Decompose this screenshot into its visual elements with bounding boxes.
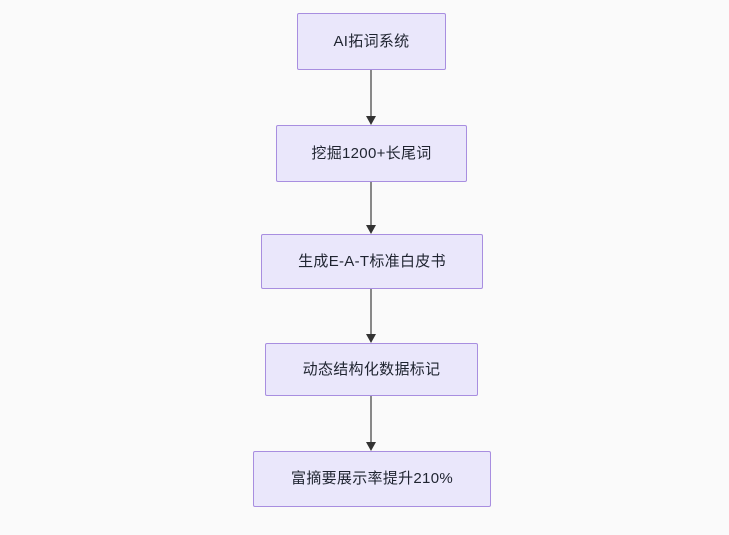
flowchart-node-ai-keyword-system[interactable]: AI拓词系统	[297, 13, 446, 70]
flowchart-node-label: 富摘要展示率提升210%	[291, 470, 453, 487]
flowchart-node-label: AI拓词系统	[333, 32, 410, 50]
flowchart-node-dynamic-structured-data-markup[interactable]: 动态结构化数据标记	[265, 343, 478, 396]
flowchart-node-mine-longtail-keywords[interactable]: 挖掘1200+长尾词	[276, 125, 467, 182]
flowchart-node-label: 动态结构化数据标记	[302, 360, 441, 378]
flowchart-node-generate-eat-whitepaper[interactable]: 生成E-A-T标准白皮书	[261, 234, 483, 289]
flowchart-node-label: 生成E-A-T标准白皮书	[298, 252, 446, 270]
flowchart-node-rich-snippet-impression-uplift[interactable]: 富摘要展示率提升210%	[253, 451, 491, 507]
flowchart-arrow-connector	[366, 182, 376, 234]
flowchart-arrow-connector	[366, 70, 376, 125]
flowchart-arrow-connector	[366, 396, 376, 451]
flowchart-arrow-connector	[366, 289, 376, 343]
flowchart-node-label: 挖掘1200+长尾词	[311, 144, 432, 162]
